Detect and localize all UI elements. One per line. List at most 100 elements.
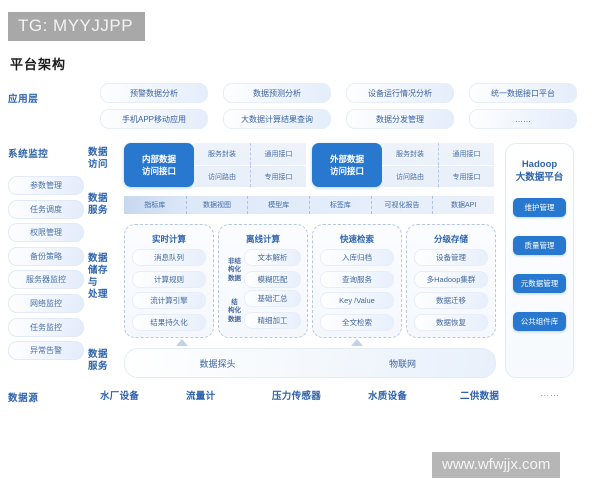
- app-column: 统一数据接口平台 ……: [469, 83, 577, 135]
- access-cell[interactable]: 服务封装: [396, 151, 424, 158]
- sidebar-item[interactable]: 异常告警: [8, 341, 84, 361]
- label-line: 非结: [228, 257, 241, 265]
- processing-item[interactable]: 数据恢复: [414, 313, 488, 331]
- data-service-cell[interactable]: 标签库: [309, 196, 371, 214]
- app-pill[interactable]: 预警数据分析: [100, 83, 208, 103]
- access-cell[interactable]: 服务封装: [208, 151, 236, 158]
- label-line: 构化: [228, 307, 241, 315]
- access-cell[interactable]: 访问路由: [382, 165, 438, 187]
- section-label-line: 数据 服务: [88, 193, 109, 216]
- arrow-up-icon: [351, 339, 363, 346]
- watermark-tag: TG: MYYJJPP: [8, 12, 146, 41]
- access-cell[interactable]: 通用接口: [250, 143, 306, 165]
- processing-item[interactable]: 精细加工: [244, 311, 301, 329]
- data-source-item: 流量计: [186, 391, 216, 402]
- data-service-cell[interactable]: 指标库: [144, 202, 166, 209]
- hadoop-item-list: 维护管理 质量管理 元数据管理 公共组件库: [513, 198, 566, 350]
- row-label-system-monitor: 系统监控: [8, 149, 49, 160]
- processing-item[interactable]: 文本解析: [244, 249, 301, 266]
- section-label-data-storage: 数据 储存 与 处理: [88, 253, 118, 301]
- label-line: 结: [231, 298, 238, 306]
- hadoop-panel-title: Hadoop 大数据平台: [506, 158, 573, 184]
- sidebar-item[interactable]: 任务调度: [8, 199, 84, 219]
- hadoop-item[interactable]: 元数据管理: [513, 274, 566, 293]
- processing-item[interactable]: 设备管理: [414, 249, 488, 266]
- processing-item[interactable]: 入库归档: [320, 249, 394, 266]
- offline-group-structured: 结 构化 数据 基础汇总 精细加工: [225, 290, 301, 333]
- sidebar-item[interactable]: 任务监控: [8, 317, 84, 337]
- internal-data-access-button[interactable]: 内部数据 访问接口: [124, 143, 194, 187]
- hadoop-item[interactable]: 公共组件库: [513, 312, 566, 331]
- section-label-data-service-bottom: 数据 服务: [88, 349, 118, 373]
- app-pill[interactable]: 手机APP移动应用: [100, 109, 208, 129]
- external-access-cell-grid: 服务封装 通用接口 访问路由 专用接口: [382, 143, 494, 187]
- data-source-item: ……: [540, 388, 560, 399]
- access-cell[interactable]: 专用接口: [250, 165, 306, 187]
- row-label-application: 应用层: [8, 94, 39, 105]
- processing-item[interactable]: 结果持久化: [132, 313, 206, 331]
- data-source-item: 二供数据: [460, 391, 500, 402]
- bottom-data-service-bar: 数据探头 物联网: [124, 348, 496, 378]
- processing-box-tiered-storage: 分级存储 设备管理 多Hadoop集群 数据迁移 数据恢复: [406, 224, 496, 338]
- data-access-group-external: 外部数据 访问接口 服务封装 通用接口 访问路由 专用接口: [312, 143, 494, 187]
- app-pill[interactable]: 数据预测分析: [223, 83, 331, 103]
- bottom-service-cell[interactable]: 数据探头: [199, 358, 236, 369]
- sidebar-item[interactable]: 网络监控: [8, 293, 84, 313]
- data-storage-processing-area: 实时计算 消息队列 计算规则 流计算引擎 结果持久化 离线计算 非结 构化 数据…: [124, 224, 496, 338]
- page-title: 平台架构: [10, 57, 67, 72]
- app-pill[interactable]: 数据分发管理: [346, 109, 454, 129]
- sidebar-item[interactable]: 参数管理: [8, 176, 84, 195]
- processing-box-title: 分级存储: [433, 234, 468, 244]
- processing-item[interactable]: 计算规则: [132, 270, 206, 288]
- app-pill[interactable]: ……: [469, 109, 577, 129]
- data-access-group-internal: 内部数据 访问接口 服务封装 通用接口 访问路由 专用接口: [124, 143, 306, 187]
- sidebar-item[interactable]: 服务器监控: [8, 270, 84, 290]
- data-service-cell[interactable]: 模型库: [247, 196, 309, 214]
- processing-box-title: 快速检索: [339, 234, 374, 244]
- sidebar-item[interactable]: 权限管理: [8, 223, 84, 243]
- access-cell[interactable]: 通用接口: [438, 143, 494, 165]
- offline-group-unstructured: 非结 构化 数据 文本解析 模糊匹配: [225, 249, 301, 292]
- section-label-data-service-top: 数据 服务: [88, 193, 118, 217]
- label-line: 数据: [228, 315, 241, 323]
- processing-item-list: 消息队列 计算规则 流计算引擎 结果持久化: [132, 249, 206, 335]
- app-pill[interactable]: 设备运行情况分析: [346, 83, 454, 103]
- processing-box-title: 实时计算: [151, 234, 186, 244]
- processing-box-offline: 离线计算 非结 构化 数据 文本解析 模糊匹配 结 构化 数据: [218, 224, 308, 338]
- label-line: 数据: [228, 274, 241, 282]
- button-line-2: 访问接口: [141, 166, 176, 176]
- section-label-data-access: 数据 访问: [88, 147, 118, 171]
- processing-item[interactable]: 流计算引擎: [132, 292, 206, 309]
- processing-item[interactable]: 全文检索: [320, 313, 394, 331]
- app-pill[interactable]: 统一数据接口平台: [469, 83, 577, 103]
- offline-item-list: 基础汇总 精细加工: [244, 290, 301, 333]
- external-data-access-button[interactable]: 外部数据 访问接口: [312, 143, 382, 187]
- processing-item[interactable]: 消息队列: [132, 249, 206, 266]
- button-line-1: 内部数据: [141, 154, 176, 164]
- processing-item[interactable]: 数据迁移: [414, 292, 488, 309]
- hadoop-platform-panel: Hadoop 大数据平台 维护管理 质量管理 元数据管理 公共组件库: [505, 143, 574, 378]
- system-monitor-sidebar: 参数管理 任务调度 权限管理 备份策略 服务器监控 网络监控 任务监控 异常告警: [8, 176, 84, 365]
- watermark-url: www.wfwjjx.com: [432, 452, 561, 478]
- processing-item[interactable]: 多Hadoop集群: [414, 270, 488, 288]
- processing-item[interactable]: 模糊匹配: [244, 270, 301, 288]
- access-cell[interactable]: 专用接口: [438, 165, 494, 187]
- processing-item[interactable]: Key /Value: [320, 292, 394, 309]
- hadoop-item[interactable]: 维护管理: [513, 198, 566, 217]
- processing-item[interactable]: 基础汇总: [244, 290, 301, 307]
- button-line-2: 访问接口: [329, 166, 364, 176]
- access-cell[interactable]: 访问路由: [194, 165, 250, 187]
- bottom-service-cell[interactable]: 物联网: [388, 358, 416, 369]
- internal-access-cell-grid: 服务封装 通用接口 访问路由 专用接口: [194, 143, 306, 187]
- data-service-cell[interactable]: 数据视图: [185, 196, 248, 214]
- processing-item[interactable]: 查询服务: [320, 270, 394, 288]
- app-pill[interactable]: 大数据计算结果查询: [223, 109, 331, 129]
- app-column: 设备运行情况分析 数据分发管理: [346, 83, 454, 135]
- data-source-item: 水质设备: [368, 391, 408, 402]
- offline-group-label: 非结 构化 数据: [225, 258, 244, 284]
- hadoop-item[interactable]: 质量管理: [513, 236, 566, 255]
- data-service-cell[interactable]: 可视化报告: [370, 196, 433, 214]
- sidebar-item[interactable]: 备份策略: [8, 246, 84, 266]
- data-service-cell[interactable]: 数据API: [432, 196, 494, 214]
